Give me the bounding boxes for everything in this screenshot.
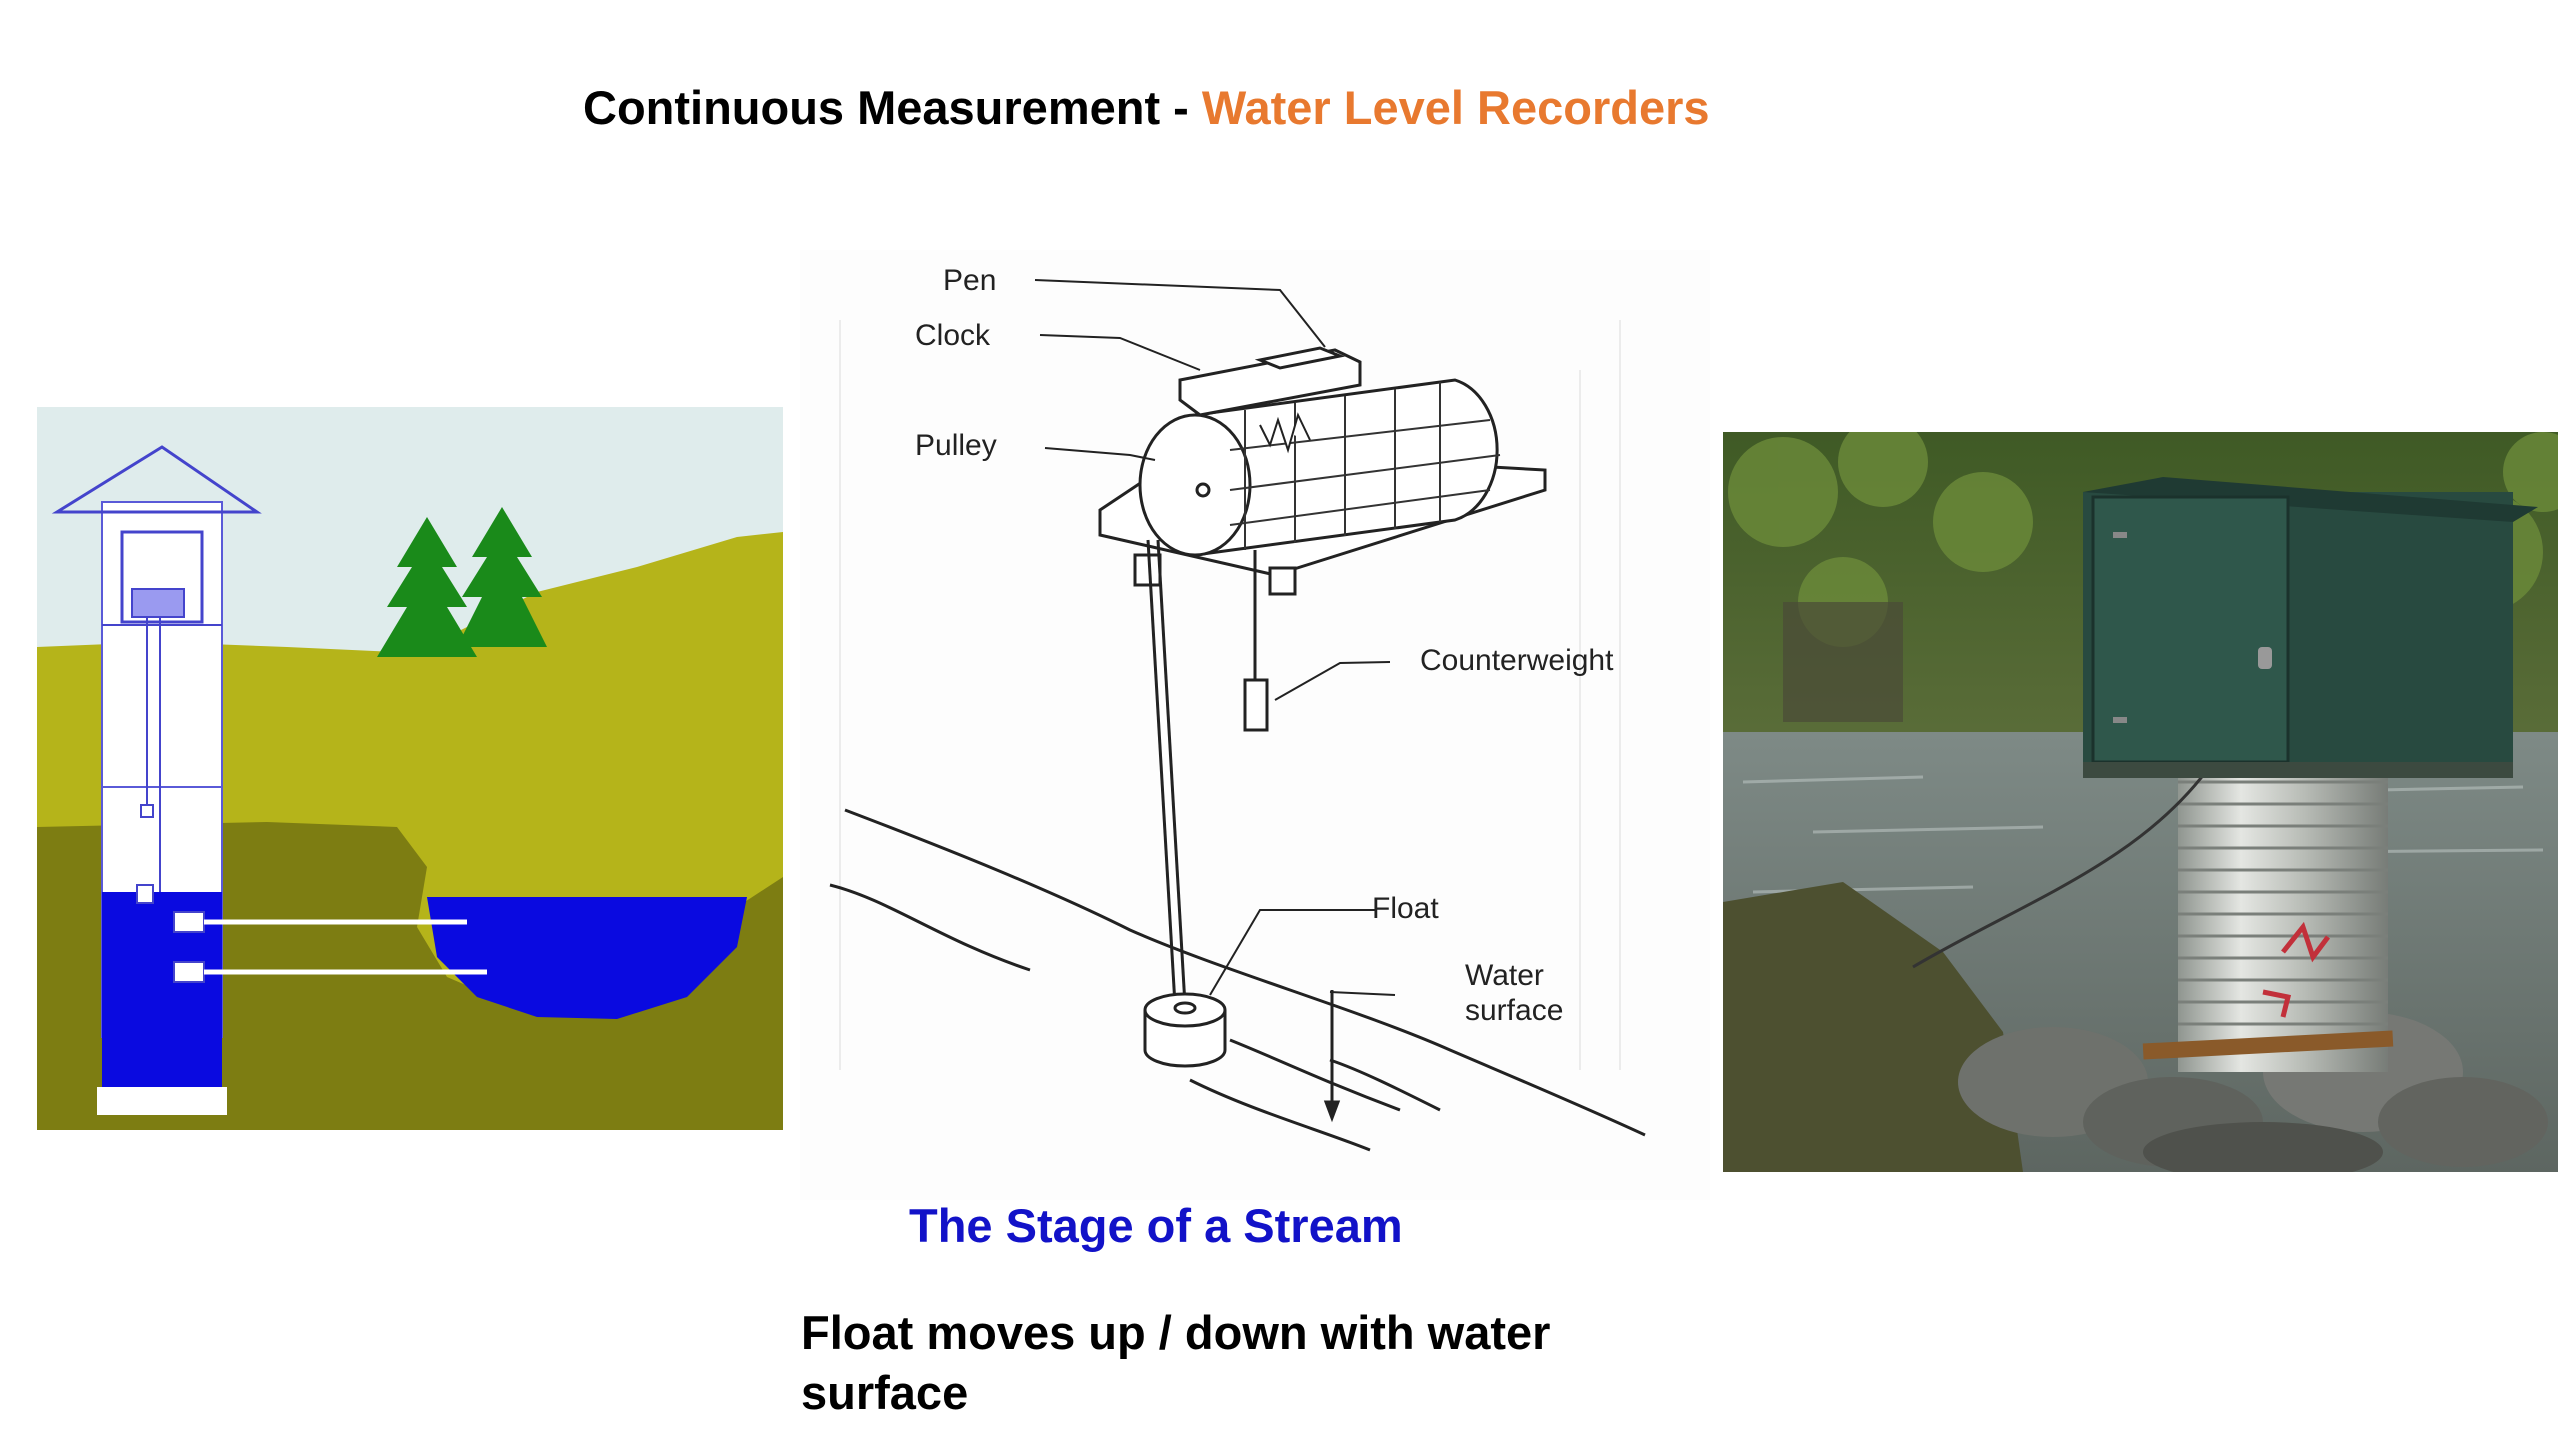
explanation-text: Float moves up / down with water surface [801,1306,1551,1419]
tree-icon [377,507,547,657]
float-recorder-diagram: Pen Clock Pulley Counterweight Float Wat… [800,250,1710,1200]
corrugated-pipe [2178,762,2388,1072]
well-structure [51,445,262,1115]
label-float: Float [1372,892,1439,925]
slide-title: Continuous Measurement - Water Level Rec… [583,80,1710,135]
label-counterweight: Counterweight [1420,644,1614,677]
stream-channel [829,808,1646,1152]
counterweight-icon [1243,678,1269,732]
title-accent: Water Level Recorders [1201,81,1710,134]
label-leaders [1034,279,1396,996]
label-clock: Clock [915,319,991,352]
float-wire [1146,539,1257,1006]
padlock-icon [2258,647,2272,669]
stilling-well-illustration [37,407,783,1130]
intake-pipes [173,911,487,983]
pond-water [427,897,747,1019]
label-pen: Pen [943,264,996,297]
title-prefix: Continuous Measurement - [583,81,1202,134]
label-water-surface-line2: surface [1465,994,1563,1027]
label-pulley: Pulley [915,429,997,462]
diagram-caption: The Stage of a Stream [909,1199,1403,1252]
wood-plank [2142,1030,2394,1060]
gauge-house [2083,477,2538,778]
cable [1912,761,2215,969]
ground [37,822,783,1130]
float-icon [1143,992,1227,1068]
recorder-assembly [1098,346,1547,596]
left-bank [1723,882,2023,1172]
label-water-surface-line1: Water [1465,959,1544,992]
gauge-house-photo [1723,432,2558,1172]
